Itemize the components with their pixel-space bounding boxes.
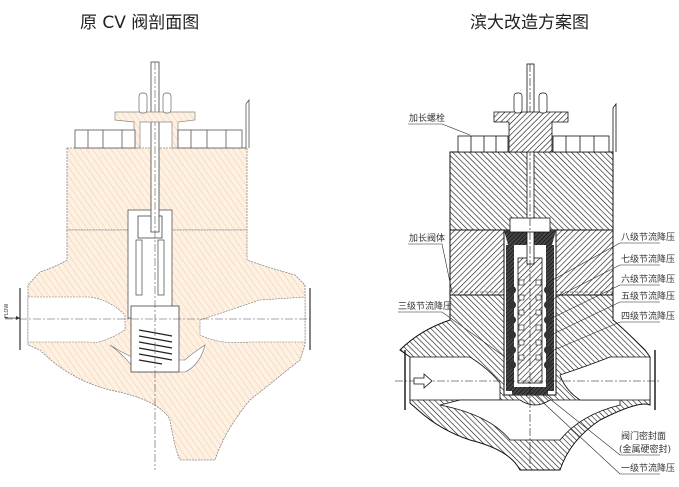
right-stem	[526, 63, 535, 265]
label-extended-bolt: 加长螺栓	[409, 112, 445, 124]
left-disk-stack	[138, 329, 173, 365]
right-throttle-stages	[518, 279, 542, 361]
left-valve-drawing: FLOW	[4, 61, 311, 470]
left-outlet-passage	[199, 296, 306, 343]
left-bolts	[74, 129, 243, 149]
right-stage-lobes	[508, 286, 552, 369]
label-stage-7: 七级节流降压	[621, 253, 675, 265]
flow-label: FLOW	[4, 304, 10, 318]
right-gland-flange	[493, 111, 569, 153]
right-outlet-passage	[559, 356, 651, 401]
right-flow-arrow-icon	[413, 373, 433, 389]
label-stage-5: 五级节流降压	[621, 290, 675, 302]
label-stage-8: 八级节流降压	[621, 231, 675, 243]
label-stage-4: 四级节流降压	[621, 310, 675, 322]
left-flow-passage	[27, 296, 126, 343]
label-stage-6: 六级节流降压	[621, 273, 675, 285]
left-gland-nut-l	[138, 92, 148, 114]
left-bracket	[243, 98, 250, 149]
right-valve-drawing: 加长螺栓 加长阀体 三级节流降压 八级节流降压 七级节流降压 六级节流降压 五级…	[395, 63, 675, 475]
label-stage-3: 三级节流降压	[398, 300, 452, 312]
left-guide-left	[135, 239, 143, 296]
right-gland-nut-l	[513, 92, 523, 114]
left-gland-nut-r	[162, 92, 172, 114]
right-gland-nut-r	[538, 92, 548, 114]
left-diagram-title: 原 CV 阀剖面图	[80, 13, 200, 33]
left-guide-right	[157, 239, 165, 296]
right-leader-lines	[398, 123, 660, 475]
label-seal-face: 阀门密封面	[621, 430, 666, 442]
left-flow-arrowhead	[16, 316, 20, 320]
label-stage-1: 一级节流降压	[621, 462, 675, 474]
right-inlet-passage	[409, 356, 501, 401]
right-bolts	[457, 135, 610, 153]
right-bracket	[609, 102, 617, 153]
right-diagram-title: 滨大改造方案图	[470, 13, 589, 33]
label-seal-type: (金属硬密封)	[619, 443, 671, 455]
label-extended-body: 加长阀体	[409, 232, 445, 244]
